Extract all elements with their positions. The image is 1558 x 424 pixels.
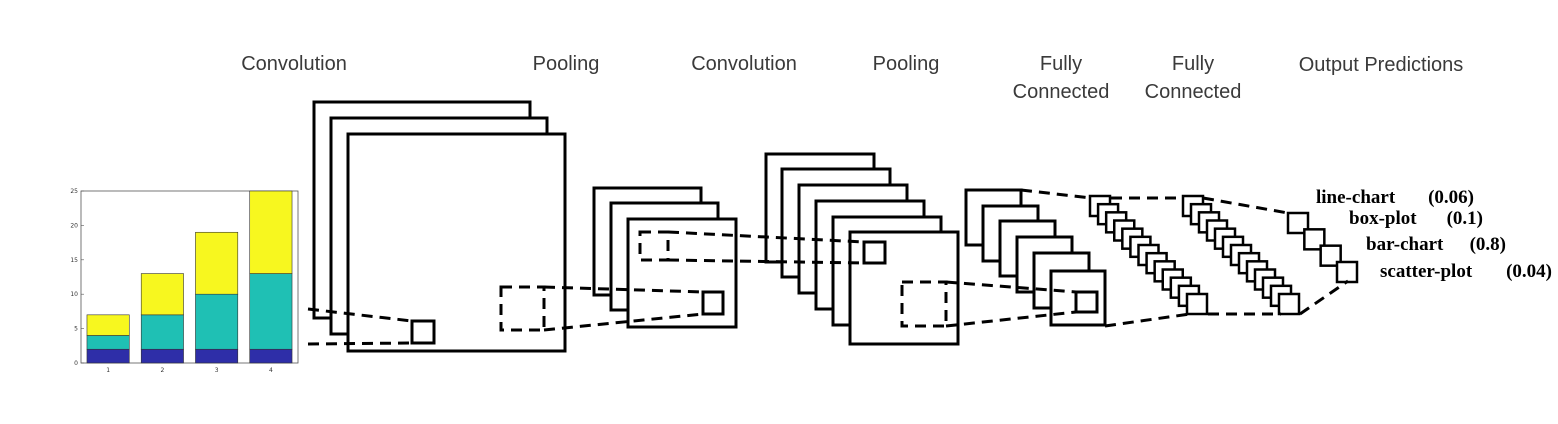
y-tick-label: 5 (74, 326, 78, 333)
chart-bars (86, 190, 293, 364)
prediction-label-line-chart: line-chart (1316, 187, 1396, 208)
pooling-2-feature-maps (964, 188, 1107, 327)
convolution-2-feature-maps (764, 152, 960, 346)
stage-label-convolution-1: Convolution (241, 53, 347, 75)
y-tick-label: 20 (70, 222, 78, 229)
stage-labels: Convolution Pooling Convolution Pooling … (241, 53, 1463, 103)
prediction-label-scatter-plot: scatter-plot (1380, 261, 1473, 282)
output-units (1286, 211, 1359, 284)
bar-segment-4-series-2 (249, 273, 293, 350)
bar-segment-3-series-1 (195, 348, 239, 364)
bar-segment-1-series-1 (86, 348, 130, 364)
bar-segment-2-series-2 (140, 314, 184, 350)
receptive-field (410, 319, 436, 345)
stage-label-pooling-2: Pooling (873, 53, 940, 75)
projection-line (945, 310, 1077, 328)
pooling-1-feature-maps (592, 186, 738, 329)
projection-line (667, 230, 865, 244)
stage-label-pooling-1: Pooling (533, 53, 600, 75)
input-bar-chart: 0 5 10 15 20 25 1 2 3 4 (70, 188, 299, 374)
neuron-unit (1335, 260, 1359, 284)
prediction-label-bar-chart: bar-chart (1366, 234, 1444, 255)
prediction-value-bar-chart: (0.8) (1470, 234, 1506, 255)
prediction-value-line-chart: (0.06) (1428, 187, 1474, 208)
fc-connection-line (1020, 188, 1092, 200)
projection-line (945, 280, 1077, 294)
bar-segment-1-series-2 (86, 335, 130, 350)
bar-segment-4-series-1 (249, 348, 293, 364)
chart-y-ticks: 0 5 10 15 20 25 (70, 188, 84, 367)
fully-connected-2-units (1181, 194, 1301, 316)
bar-segment-3-series-3 (195, 231, 239, 295)
prediction-value-scatter-plot: (0.04) (1506, 261, 1552, 282)
stage-label-convolution-2: Convolution (691, 53, 797, 75)
prediction-labels: line-chart (0.06) box-plot (0.1) bar-cha… (1316, 187, 1552, 282)
prediction-value-box-plot: (0.1) (1447, 208, 1483, 229)
fully-connected-1-units (1088, 194, 1209, 316)
conv-window (638, 230, 670, 262)
prediction-label-box-plot: box-plot (1349, 208, 1417, 229)
projection-line (667, 258, 865, 265)
stage-label-fully-connected-2-line1: Fully (1172, 53, 1214, 75)
pooling-window (499, 285, 546, 332)
projection-line (543, 285, 704, 294)
stage-label-fully-connected-1-line1: Fully (1040, 53, 1082, 75)
projection-line (543, 312, 704, 332)
stage-label-output-predictions: Output Predictions (1299, 54, 1464, 76)
neuron-unit (1303, 228, 1326, 251)
neuron-unit (1319, 244, 1342, 267)
x-tick-label: 2 (160, 367, 164, 374)
neuron-unit (1286, 211, 1310, 235)
bar-segment-2-series-3 (140, 273, 184, 316)
bar-segment-4-series-3 (249, 190, 293, 274)
convolution-1-feature-maps (312, 100, 567, 353)
fc-connection-line (1104, 312, 1191, 328)
y-tick-label: 0 (74, 360, 78, 367)
conv-unit (862, 240, 887, 265)
pooled-unit (701, 290, 725, 316)
fc-connection-line (1202, 196, 1289, 215)
bar-segment-3-series-2 (195, 293, 239, 350)
feature-map (346, 132, 567, 353)
stage-label-fully-connected-1-line2: Connected (1013, 81, 1110, 103)
neuron-unit (1277, 292, 1301, 316)
fc-connection-line (1299, 279, 1349, 316)
y-tick-label: 10 (70, 291, 78, 298)
chart-x-ticks: 1 2 3 4 (106, 367, 273, 374)
y-tick-label: 15 (70, 257, 78, 264)
x-tick-label: 1 (106, 367, 110, 374)
pooled-unit (1074, 290, 1099, 314)
stage-label-fully-connected-2-line2: Connected (1145, 81, 1242, 103)
bar-segment-1-series-3 (86, 314, 130, 336)
x-tick-label: 3 (215, 367, 219, 374)
neuron-unit (1185, 292, 1209, 316)
bar-segment-2-series-1 (140, 348, 184, 364)
x-tick-label: 4 (269, 367, 273, 374)
y-tick-label: 25 (70, 188, 78, 195)
pooling-window (900, 280, 948, 328)
